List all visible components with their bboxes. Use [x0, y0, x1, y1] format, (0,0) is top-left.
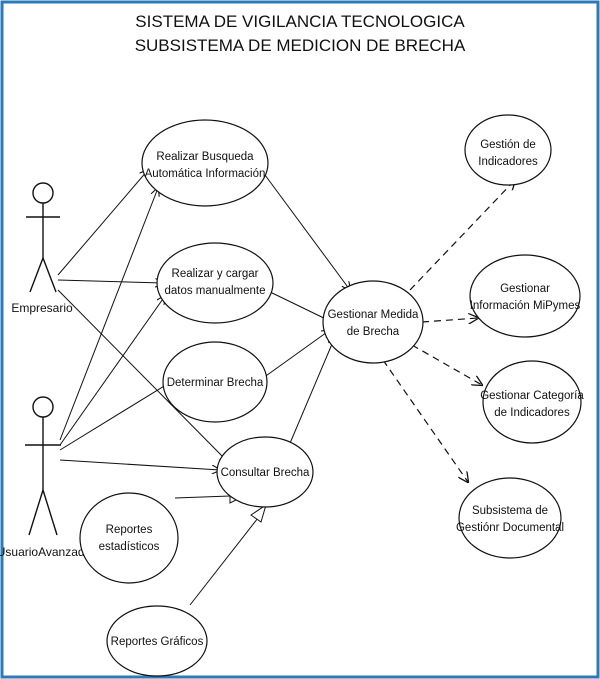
- usecase-reportes-est-label-1: Reportes: [106, 524, 153, 536]
- usecase-gestion-ind-label-1: Gestión de: [480, 139, 536, 151]
- usecase-gestionar-cat-label-2: de Indicadores: [494, 407, 570, 419]
- usecase-realizar-busqueda: [141, 119, 269, 207]
- usecase-consultar-label: Consultar Brecha: [221, 467, 310, 479]
- usecase-gestionar-cat-label-1: Gestionar Categoría: [480, 390, 584, 402]
- usecase-reportes-graficos: [106, 605, 208, 677]
- usecase-busqueda-label-2: Automática Información: [145, 168, 266, 180]
- usuario-associations: [59, 188, 220, 470]
- usecase-gestion-ind-label-2: Indicadores: [478, 156, 538, 168]
- dep-gestionar-mipymes: [421, 318, 478, 322]
- usecase-cargar-label-2: datos manualmente: [164, 285, 265, 297]
- usecase-reportes-est-label-2: estadísticos: [99, 541, 160, 553]
- assoc-empresario-consultar: [57, 289, 228, 462]
- usecase-subsistema-documental: [458, 477, 562, 559]
- gen-estadisticos-line: [174, 495, 231, 499]
- actor-usuario-avanzado-label: UsuarioAvanzado: [0, 545, 92, 559]
- dep-gestionar-documental: [382, 359, 468, 482]
- assoc-usuario-cargar: [59, 296, 165, 446]
- assoc-usuario-busqueda: [59, 188, 158, 441]
- usecase-reportes-estadisticos: [79, 492, 179, 584]
- usecase-subsistema-doc-label-1: Subsistema de: [472, 505, 548, 517]
- usecase-subsistema-doc-label-2: Gestiónr Documental: [456, 522, 564, 534]
- diagram-title-line-2: SUBSISTEMA DE MEDICION DE BRECHA: [134, 36, 466, 55]
- actor-empresario-head: [32, 182, 54, 204]
- diagram-title-line-1: SISTEMA DE VIGILANCIA TECNOLOGICA: [135, 12, 465, 31]
- gestionar-dependencies: [382, 180, 515, 482]
- usecase-realizar-cargar: [156, 242, 274, 324]
- assoc-busqueda-gestionar: [264, 174, 350, 290]
- usecase-determinar-brecha: [162, 341, 268, 423]
- assoc-usuario-consultar: [59, 459, 220, 470]
- gen-graficos-line: [189, 517, 259, 606]
- actor-empresario-label: Empresario: [11, 301, 73, 315]
- assoc-consultar-gestionar: [284, 337, 335, 456]
- dep-gestionar-indicadores: [409, 180, 515, 291]
- usecase-to-gestionar: [262, 174, 350, 456]
- usecase-gestionar-info-label-2: Información MiPymes: [470, 300, 581, 312]
- actor-usuario-head: [32, 396, 54, 418]
- gen-graficos-head: [250, 503, 267, 523]
- empresario-associations: [57, 170, 228, 462]
- usecase-reportes-graf-label: Reportes Gráficos: [111, 636, 204, 648]
- assoc-usuario-determinar: [59, 380, 174, 451]
- actor-empresario: [26, 182, 60, 293]
- dep-gestionar-categoria: [411, 344, 482, 385]
- usecase-consultar-brecha: [216, 436, 314, 508]
- actor-usuario-avanzado: [25, 396, 61, 536]
- usecase-cargar-label-1: Realizar y cargar: [172, 268, 259, 280]
- usecase-gestionar-medida-label-1: Gestionar Medida: [328, 309, 419, 321]
- usecase-gestionar-medida-label-2: de Brecha: [347, 326, 400, 338]
- usecase-gestionar-mipymes: [469, 254, 581, 338]
- usecase-gestion-indicadores: [464, 114, 552, 186]
- assoc-empresario-busqueda: [57, 170, 148, 276]
- usecase-gestionar-categoria: [482, 360, 582, 444]
- usecase-gestionar-info-label-1: Gestionar: [500, 283, 550, 295]
- usecase-gestionar-medida: [322, 280, 424, 364]
- usecase-determinar-label: Determinar Brecha: [167, 377, 264, 389]
- assoc-empresario-cargar: [57, 280, 163, 283]
- assoc-determinar-gestionar: [262, 330, 330, 379]
- usecase-busqueda-label-1: Realizar Busqueda: [156, 151, 254, 163]
- assoc-cargar-gestionar: [265, 289, 332, 322]
